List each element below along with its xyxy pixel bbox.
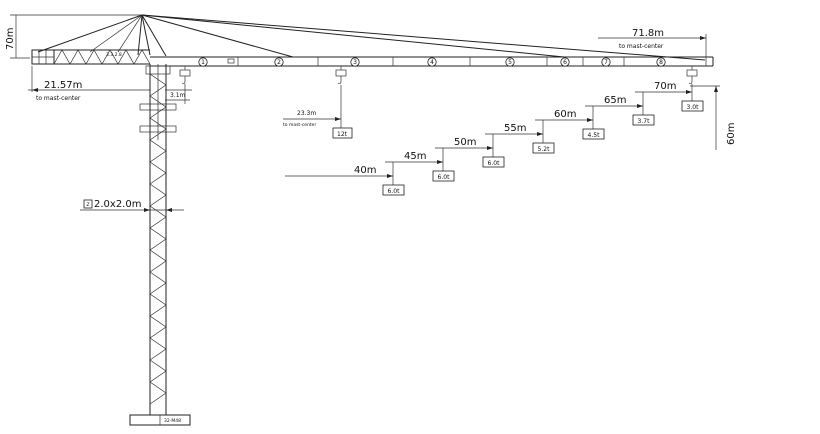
load-step: 70m 3.0t [635, 81, 704, 112]
jib-dimension: 71.8m to mast-center [598, 28, 707, 66]
load-step: 40m 6.0t [285, 162, 405, 196]
jib-length: 71.8m [632, 28, 664, 39]
mast-mark: Z [86, 202, 89, 208]
svg-text:1: 1 [201, 59, 205, 66]
section-marker: 3 [350, 57, 360, 67]
counterjib-length: 21.57m [44, 80, 82, 91]
svg-text:2: 2 [277, 59, 281, 66]
load-chart: 40m 6.0t 45m 6.0t 50m 6.0t 55m 5.2t [285, 81, 704, 196]
mast-section-annotation: Z 2.0x2.0m [80, 199, 184, 212]
load-radius: 70m [654, 81, 676, 92]
section-marker: 2 [274, 57, 284, 67]
load-value: 3.7t [638, 118, 651, 125]
svg-text:8: 8 [659, 59, 663, 66]
load-step: 50m 6.0t [435, 134, 505, 168]
load-step: 60m 4.5t [535, 106, 605, 140]
load-value: 4.5t [588, 132, 601, 139]
counterjib-tag: 3.3.2.8 [106, 52, 122, 58]
hook-height: 60m [726, 123, 737, 145]
svg-text:4: 4 [430, 59, 434, 66]
svg-text:3: 3 [353, 59, 357, 66]
svg-text:6: 6 [563, 59, 567, 66]
inner-load: 12t [337, 131, 348, 138]
offset-dimension: 3.1m [165, 84, 192, 104]
counterjib-dimension: 21.57m to mast-center [28, 66, 150, 102]
load-radius: 55m [504, 123, 526, 134]
load-value: 6.0t [438, 174, 451, 181]
section-marker: 7 [601, 57, 611, 67]
load-radius: 40m [354, 165, 376, 176]
height-label: 70m [5, 28, 16, 50]
section-marker: 6 [560, 57, 570, 67]
load-step: 45m 6.0t [385, 148, 455, 182]
base-label: 32-M48 [164, 418, 181, 424]
load-value: 6.0t [388, 188, 401, 195]
load-radius: 65m [604, 95, 626, 106]
load-step: 65m 3.7t [585, 92, 655, 126]
hook-inner [179, 66, 191, 85]
load-radius: 45m [404, 151, 426, 162]
mast-mark-box [83, 199, 93, 209]
svg-text:5: 5 [508, 59, 512, 66]
hook-middle [335, 66, 347, 128]
offset-label: 3.1m [170, 92, 186, 99]
section-marker: 4 [427, 57, 437, 67]
inner-radius-annotation: 23.3m to mast-center 12t [283, 110, 353, 139]
inner-radius: 23.3m [297, 110, 316, 117]
inner-sub: to mast-center [283, 122, 316, 128]
load-step: 55m 5.2t [485, 120, 555, 154]
tower-cap [37, 14, 706, 61]
height-dimension: 70m [5, 14, 142, 59]
load-value: 5.2t [538, 146, 551, 153]
mast: 32-M48 [129, 64, 191, 426]
jib-sub: to mast-center [619, 43, 664, 50]
mast-section: 2.0x2.0m [94, 199, 141, 210]
section-marker: 8 [656, 57, 666, 67]
counterjib-sub: to mast-center [36, 95, 81, 102]
svg-text:7: 7 [604, 59, 608, 66]
section-marker: 5 [505, 57, 515, 67]
load-radius: 50m [454, 137, 476, 148]
hook-outer [686, 66, 698, 85]
load-value: 6.0t [488, 160, 501, 167]
counter-jib: 3.3.2.8 [31, 49, 151, 65]
section-marker: 1 [198, 57, 208, 67]
jib-sections: 1 2 3 4 5 6 7 8 [198, 57, 666, 67]
hook-height-dimension: 60m [690, 85, 737, 150]
load-radius: 60m [554, 109, 576, 120]
load-value: 3.0t [687, 104, 700, 111]
